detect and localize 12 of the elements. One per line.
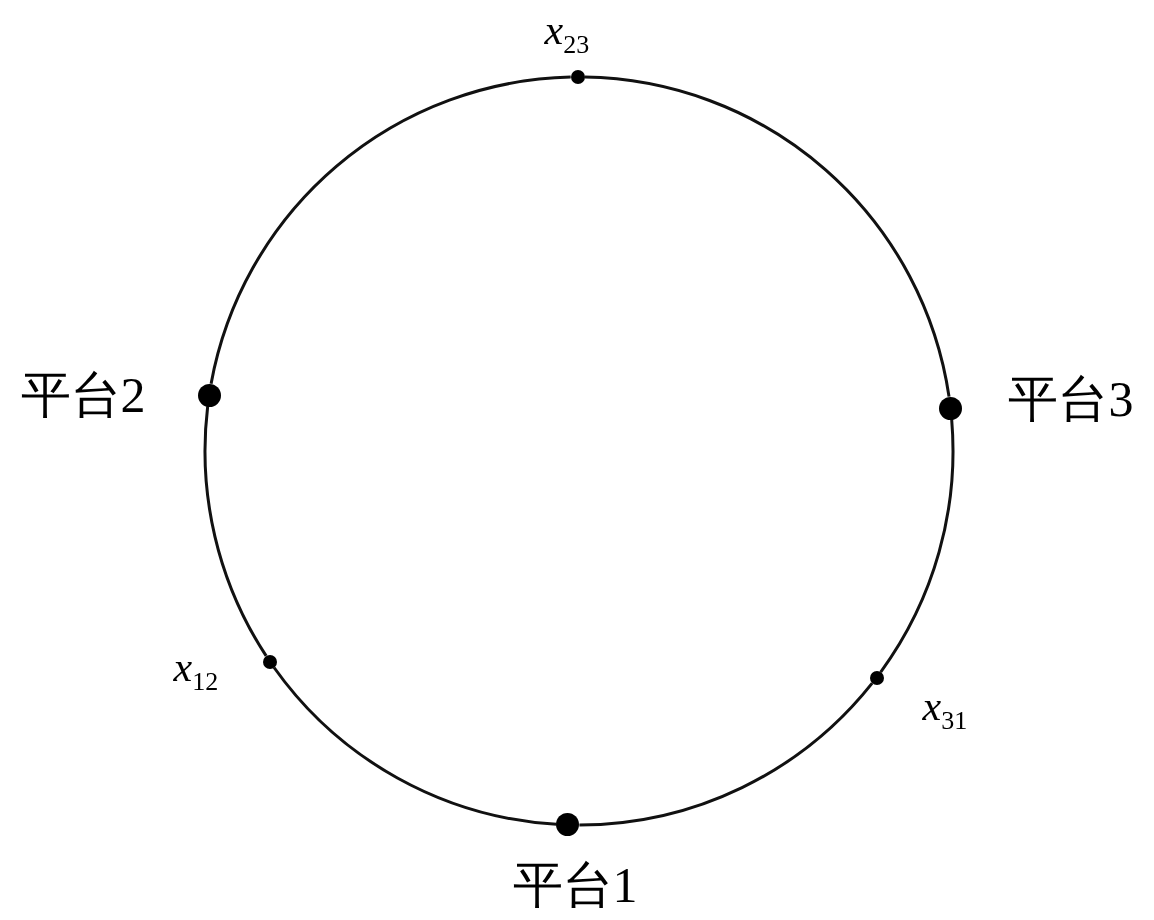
circle-arc: [579, 682, 874, 827]
point-label: x$_{31}$: [922, 683, 968, 737]
point-label: x$_{12}$: [173, 643, 219, 697]
circle-arc: [209, 75, 571, 385]
point-label: 平台1: [512, 858, 638, 914]
circle-arc: [584, 75, 951, 397]
point-label: 平台3: [1008, 371, 1134, 427]
circle-arc: [203, 406, 268, 657]
point-label: 平台2: [20, 367, 146, 423]
circle-arc: [272, 666, 557, 826]
point-label: x$_{23}$: [544, 6, 590, 60]
circle-arc: [879, 419, 955, 673]
